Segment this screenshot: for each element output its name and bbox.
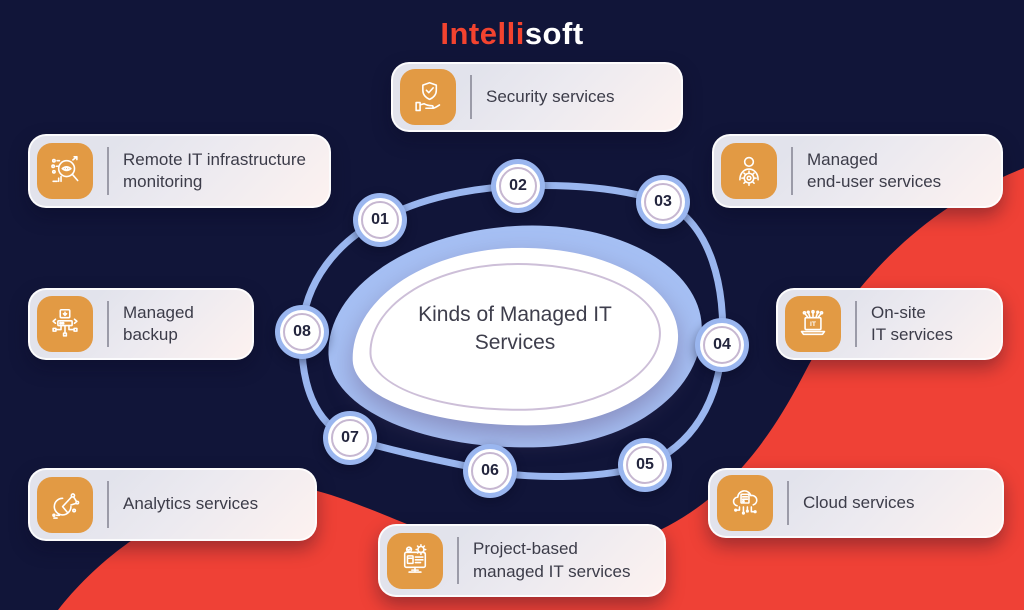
- card-label: Managed end-user services: [807, 149, 942, 191]
- brand-logo: Intellisoft: [0, 16, 1024, 52]
- user-gear-icon: [721, 143, 777, 199]
- monitor-gear-icon: [387, 532, 443, 589]
- card-label: Project-based managed IT services: [473, 539, 631, 581]
- step-circle-01-ring: [361, 201, 399, 239]
- step-circle-01: 01: [353, 193, 407, 247]
- cloud-server-icon: [717, 475, 773, 531]
- laptop-it-icon: [785, 296, 841, 352]
- step-circle-02-ring: [499, 167, 537, 205]
- step-circle-06-ring: [471, 452, 509, 490]
- step-circle-02-inner: 02: [496, 164, 540, 208]
- step-number: 01: [371, 211, 389, 228]
- step-circle-03-ring: [644, 183, 682, 221]
- step-circle-03: 03: [636, 175, 690, 229]
- step-circle-05-inner: 05: [623, 443, 667, 487]
- analytics-pie-icon: [37, 476, 93, 533]
- diagram-title: Kinds of Managed IT Services: [418, 303, 612, 355]
- card-label: On-site IT services: [871, 302, 953, 344]
- step-circle-02: 02: [491, 159, 545, 213]
- step-number: 04: [713, 336, 731, 353]
- step-circle-03-inner: 03: [641, 180, 685, 224]
- card-analytics-services: Analytics services: [28, 468, 317, 541]
- step-circle-04: 04: [695, 318, 749, 372]
- step-circle-04-inner: 04: [700, 323, 744, 367]
- step-circle-08-ring: [283, 313, 321, 351]
- step-circle-07-ring: [331, 419, 369, 457]
- shield-hand-icon: [400, 69, 456, 125]
- card-remote-it-infrastructure-monitoring: Remote IT infrastructure monitoring: [28, 134, 331, 208]
- step-circle-05: 05: [618, 438, 672, 492]
- step-number: 07: [341, 429, 359, 446]
- step-circle-07: 07: [323, 411, 377, 465]
- step-circle-08: 08: [275, 305, 329, 359]
- card-security-services: Security services: [391, 62, 683, 132]
- card-on-site-it-services: On-site IT services: [776, 288, 1003, 360]
- step-number: 03: [654, 193, 672, 210]
- step-circle-08-inner: 08: [280, 310, 324, 354]
- card-label: Cloud services: [803, 492, 915, 512]
- brand-logo-part1: Intelli: [440, 16, 525, 51]
- step-number: 05: [636, 456, 654, 473]
- backup-flow-icon: [37, 296, 93, 352]
- step-circle-06-inner: 06: [468, 449, 512, 493]
- step-circle-05-ring: [626, 446, 664, 484]
- card-divider: [791, 147, 793, 195]
- card-label: Remote IT infrastructure monitoring: [123, 149, 306, 191]
- step-circle-06: 06: [463, 444, 517, 498]
- card-divider: [787, 481, 789, 525]
- card-managed-end-user-services: Managed end-user services: [712, 134, 1003, 208]
- brand-logo-part2: soft: [524, 16, 584, 51]
- monitoring-magnifier-icon: [37, 143, 93, 199]
- card-divider: [107, 147, 109, 195]
- step-circle-01-inner: 01: [358, 198, 402, 242]
- card-label: Security services: [486, 86, 615, 106]
- card-label: Analytics services: [123, 494, 259, 514]
- card-divider: [107, 481, 109, 528]
- step-number: 06: [481, 462, 499, 479]
- card-divider: [107, 301, 109, 347]
- card-project-based-managed-it-services: Project-based managed IT services: [378, 524, 666, 597]
- card-cloud-services: Cloud services: [708, 468, 1004, 538]
- card-divider: [457, 537, 459, 584]
- card-label: Managed backup: [123, 302, 194, 344]
- card-managed-backup: Managed backup: [28, 288, 254, 360]
- card-divider: [470, 75, 472, 119]
- card-divider: [855, 301, 857, 347]
- step-number: 08: [293, 323, 311, 340]
- step-circle-04-ring: [703, 326, 741, 364]
- step-circle-07-inner: 07: [328, 416, 372, 460]
- step-number: 02: [509, 177, 527, 194]
